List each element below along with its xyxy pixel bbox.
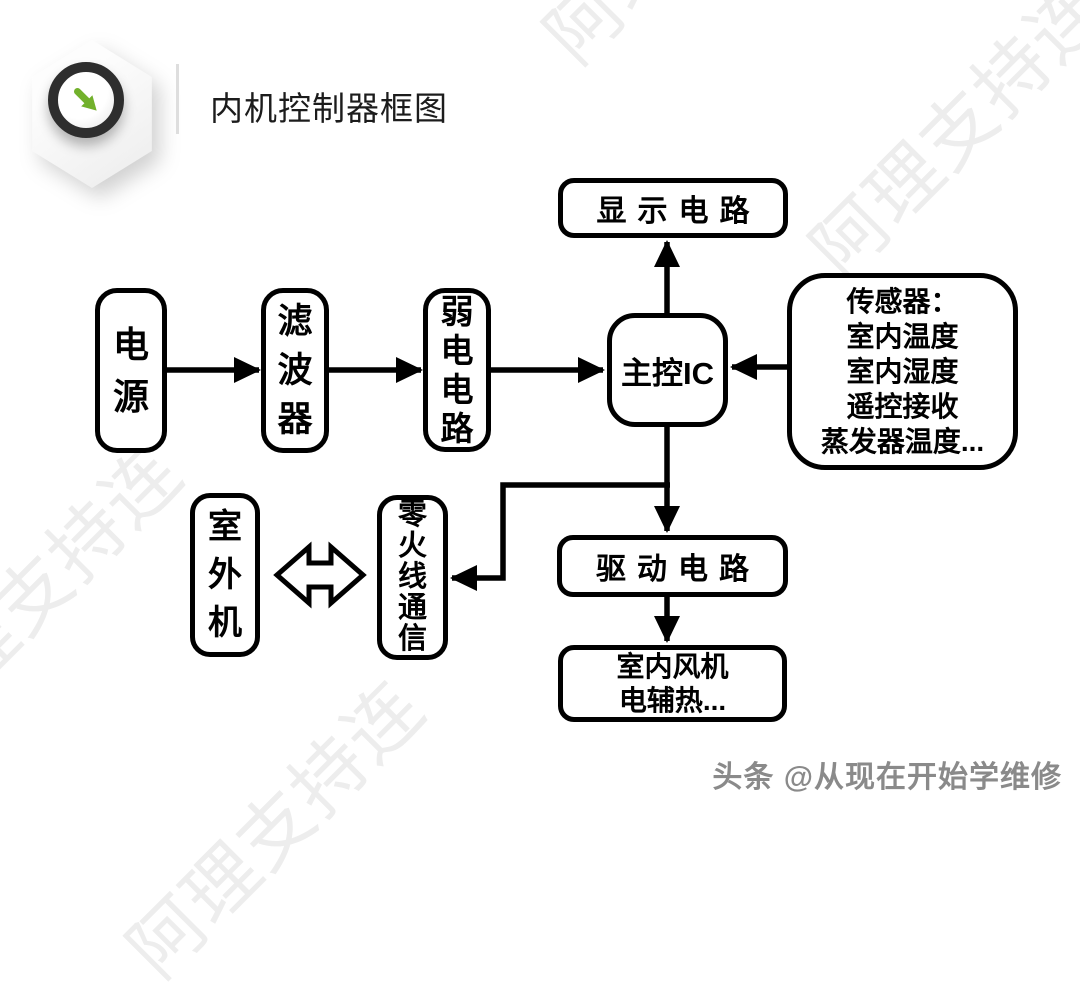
diagram-connectors — [167, 240, 787, 643]
node-power-supply: 电 源 — [95, 288, 167, 453]
node-outdoor-unit: 室 外 机 — [190, 493, 260, 657]
slide-badge — [24, 40, 160, 188]
title-divider — [176, 64, 179, 134]
node-sensors: 传感器： 室内温度 室内湿度 遥控接收 蒸发器温度... — [787, 273, 1018, 470]
node-drive-circuit: 驱动电路 — [557, 535, 788, 597]
node-display-circuit: 显示电路 — [558, 178, 788, 238]
attribution-watermark: 头条 @从现在开始学维修 — [712, 761, 1062, 794]
double-arrow-outdoor-comm — [273, 541, 367, 609]
node-live-neutral-communication: 零 火 线 通 信 — [377, 495, 448, 660]
down-right-arrow-icon — [74, 88, 97, 111]
node-weak-current-circuit: 弱 电 电 路 — [423, 288, 491, 452]
node-main-control-ic: 主控IC — [607, 313, 728, 427]
node-indoor-fan-heater: 室内风机 电辅热... — [558, 645, 787, 722]
circle-ring — [48, 62, 124, 138]
node-filter: 滤 波 器 — [261, 288, 329, 453]
arrow-mainic-to-comm — [450, 482, 670, 591]
page-title: 内机控制器框图 — [210, 90, 448, 127]
